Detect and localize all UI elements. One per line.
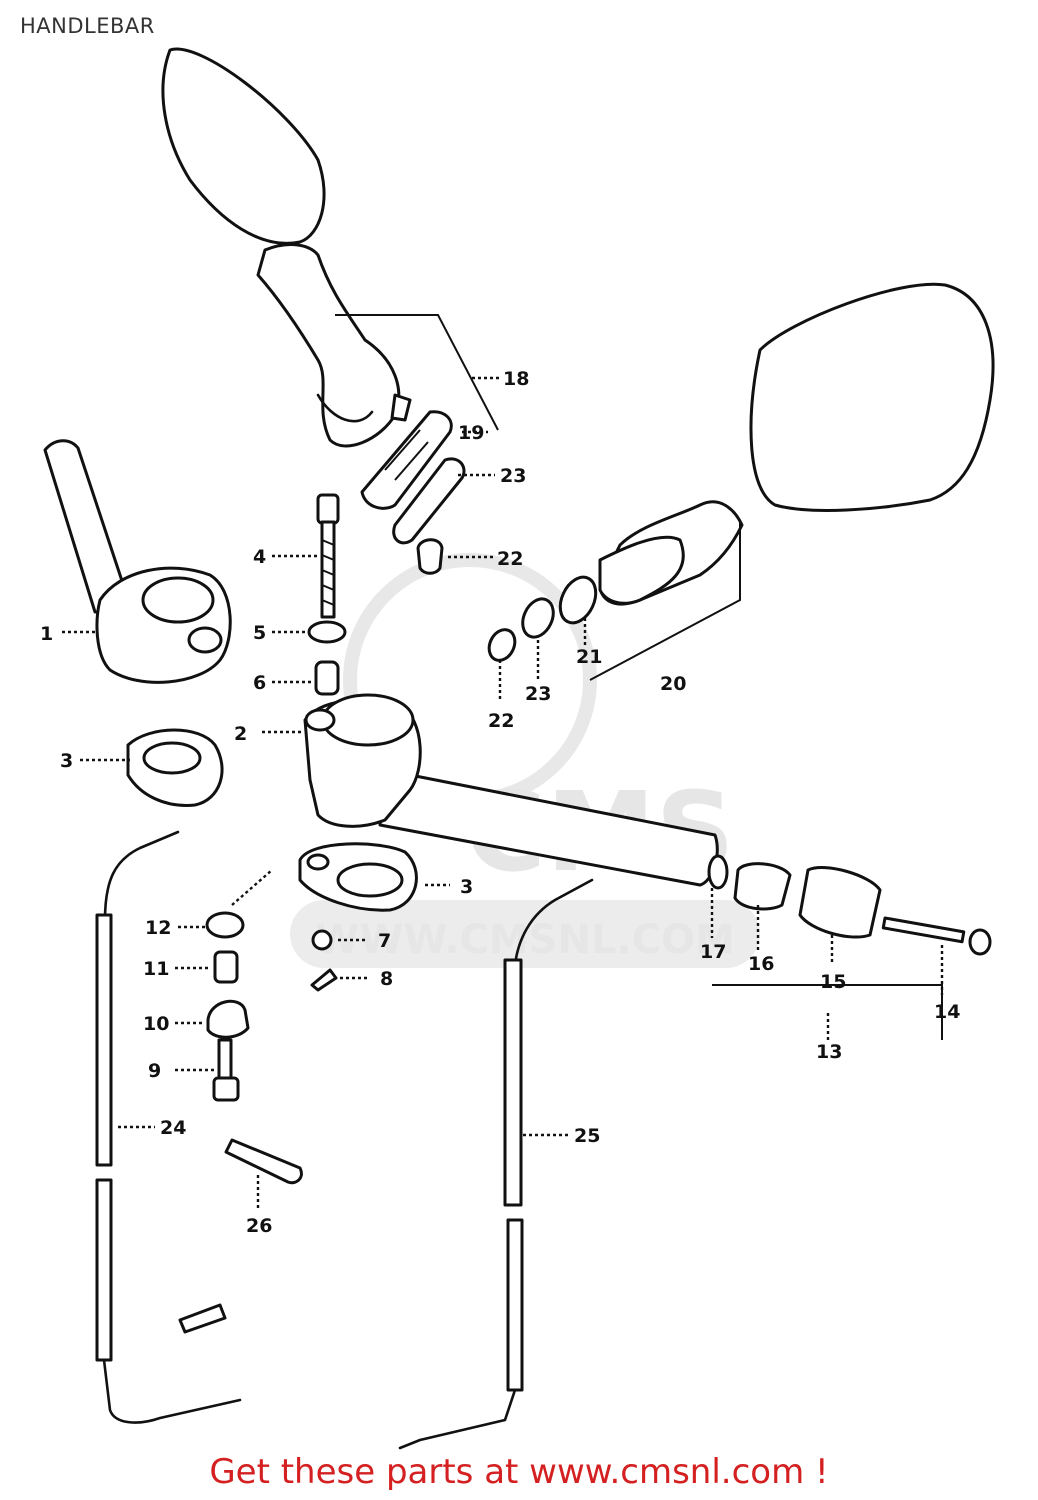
- mirror-left-part-18: [161, 47, 412, 448]
- handlebar-clamp-part-2: [303, 693, 719, 887]
- handlebar-parts-diagram: CMS WWW.CMSNL.COM: [40, 47, 995, 1450]
- bar-end-weight-part-15: [798, 866, 882, 939]
- callout-23b: 23: [525, 683, 551, 705]
- callout-5: 5: [253, 622, 266, 644]
- callout-17: 17: [700, 941, 726, 963]
- callout-2: 2: [234, 723, 247, 745]
- cap-part-22-upper: [416, 538, 444, 575]
- small-bracket: [178, 1303, 227, 1334]
- callout-3b: 3: [460, 876, 473, 898]
- watermark-url: WWW.CMSNL.COM: [315, 917, 735, 963]
- gasket-part-23-upper: [392, 457, 466, 545]
- screw-part-14: [881, 916, 992, 956]
- callout-12: 12: [145, 917, 171, 939]
- callout-1: 1: [40, 623, 53, 645]
- screw-part-8: [310, 968, 338, 992]
- callout-10: 10: [143, 1013, 169, 1035]
- handle-grip-part-1: [43, 439, 232, 684]
- mirror-right-part-20: [487, 282, 995, 662]
- callout-7: 7: [378, 930, 391, 952]
- bar-end-part-17: [707, 854, 729, 890]
- bolt-part-4: [316, 493, 340, 619]
- washer-part-12: [205, 911, 245, 939]
- callout-9: 9: [148, 1060, 161, 1082]
- callout-13: 13: [816, 1041, 842, 1063]
- callout-20: 20: [660, 673, 686, 695]
- clamp-plate-part-3-right: [298, 842, 418, 912]
- leader-lines: [62, 314, 944, 1210]
- callout-24: 24: [160, 1117, 186, 1139]
- callout-21: 21: [576, 646, 602, 668]
- callout-22a: 22: [497, 548, 523, 570]
- callout-labels: 1 2 3 3 4 5 6 7 8 9 10 11 12 13 14 15 16…: [40, 368, 960, 1237]
- callout-11: 11: [143, 958, 169, 980]
- footer-link-text[interactable]: Get these parts at www.cmsnl.com !: [209, 1452, 829, 1492]
- callout-8: 8: [380, 968, 393, 990]
- callout-19: 19: [458, 422, 484, 444]
- callout-16: 16: [748, 953, 774, 975]
- cable-part-24: [95, 830, 242, 1424]
- cable-part-25: [398, 878, 594, 1450]
- callout-15: 15: [820, 971, 846, 993]
- callout-18: 18: [503, 368, 529, 390]
- bolt-part-9: [212, 1038, 240, 1102]
- diagram-title: HANDLEBAR: [20, 14, 155, 38]
- callout-23a: 23: [500, 465, 526, 487]
- collar-part-6: [314, 660, 340, 696]
- mirror-bracket-part-19: [360, 410, 453, 510]
- callout-4: 4: [253, 546, 266, 568]
- bar-end-weight-part-16: [733, 862, 792, 911]
- callout-6: 6: [253, 672, 266, 694]
- callout-22b: 22: [488, 710, 514, 732]
- washer-part-5: [307, 620, 347, 644]
- collar-part-11: [213, 950, 239, 984]
- callout-25: 25: [574, 1125, 600, 1147]
- callout-26: 26: [246, 1215, 272, 1237]
- callout-14: 14: [934, 1001, 960, 1023]
- clip-part-26: [224, 1138, 303, 1185]
- clamp-plate-part-3-left: [126, 728, 224, 807]
- holder-part-10: [206, 999, 250, 1039]
- nut-part-7: [311, 929, 333, 951]
- callout-3a: 3: [60, 750, 73, 772]
